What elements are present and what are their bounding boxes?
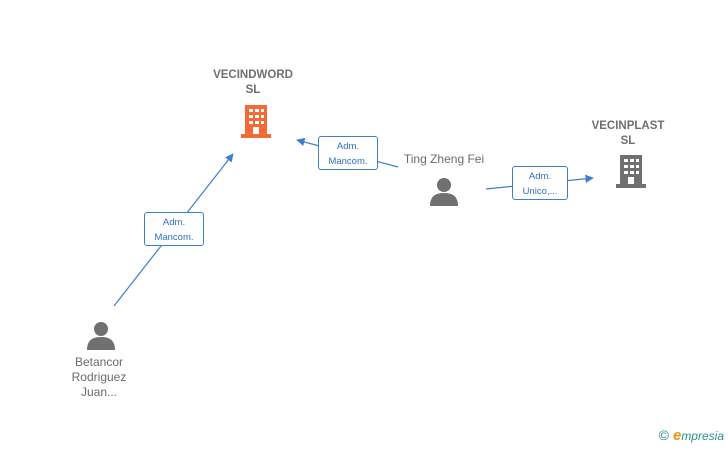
edge-label-line2: Mancom. <box>328 156 368 167</box>
copyright-icon: © <box>658 427 669 443</box>
betancor-name-line1: Betancor <box>74 355 124 369</box>
betancor-name-line2: Rodriguez <box>71 370 127 384</box>
edge-label-ting-vecindword[interactable]: Adm. Mancom. <box>318 136 378 170</box>
edge-label-betancor-vecindword[interactable]: Adm. Mancom. <box>144 212 204 246</box>
empresia-brand: ©empresia <box>659 427 724 444</box>
building-icon[interactable] <box>240 104 272 138</box>
person-icon[interactable] <box>429 176 459 206</box>
betancor-name-line3: Juan... <box>80 385 118 399</box>
vecindword-name-line1: VECINDWORD <box>213 69 293 81</box>
vecinplast-label[interactable]: VECINPLAST SL <box>578 119 678 149</box>
brand-e-logo: e <box>672 427 682 444</box>
edge-label-line1: Adm. <box>162 217 186 228</box>
vecindword-name-line2: SL <box>245 84 261 96</box>
ting-label[interactable]: Ting Zheng Fei <box>403 152 485 166</box>
building-icon[interactable] <box>615 154 647 188</box>
edge-label-line2: Unico,... <box>522 186 558 197</box>
betancor-label[interactable]: Betancor Rodriguez Juan... <box>49 355 149 400</box>
edge-label-line2: Mancom. <box>154 232 194 243</box>
brand-name: mpresia <box>681 429 724 443</box>
vecinplast-name-line1: VECINPLAST <box>591 120 665 132</box>
person-icon[interactable] <box>86 320 116 350</box>
edge-label-line1: Adm. <box>528 171 552 182</box>
edge-label-ting-vecinplast[interactable]: Adm. Unico,... <box>512 166 568 200</box>
vecindword-label[interactable]: VECINDWORD SL <box>193 68 313 98</box>
vecinplast-name-line2: SL <box>620 135 636 147</box>
edge-label-line1: Adm. <box>336 141 360 152</box>
